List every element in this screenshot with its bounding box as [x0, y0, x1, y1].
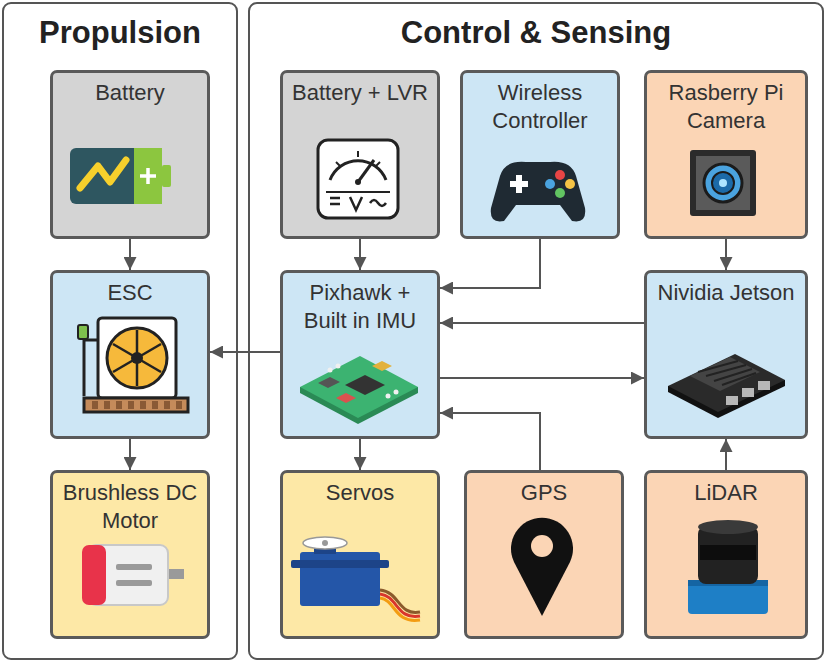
signal-arrow: [440, 413, 540, 470]
node-label: Pixhawk + Built in IMU: [283, 273, 437, 334]
motor-icon: [82, 545, 184, 605]
component-box: Servos: [280, 470, 440, 639]
component-box: LiDAR: [644, 470, 808, 639]
signal-arrow: [440, 377, 644, 379]
node-label: Control & Sensing: [250, 4, 822, 51]
group-panel: BatteryESC Brushless DC Motor Propulsion: [2, 2, 238, 660]
component-box: Nividia Jetson: [644, 270, 808, 439]
component-box: GPS: [464, 470, 624, 639]
node-label: Wireless Controller: [463, 73, 617, 134]
signal-arrow: [129, 439, 131, 470]
component-box: Rasberry Pi Camera: [644, 70, 808, 239]
component-box: Wireless Controller: [460, 70, 620, 239]
component-box: Brushless DC Motor: [50, 470, 210, 639]
servo-icon: [291, 537, 420, 620]
battery-icon: [70, 148, 171, 204]
group-panel: Battery + LVR Wireless Controller Rasberry…: [248, 2, 824, 660]
signal-arrow: [359, 239, 361, 270]
lidar-icon: [688, 520, 768, 614]
signal-arrow: [725, 239, 727, 270]
jetson-board-icon: [668, 354, 785, 418]
gps-pin-icon: [511, 518, 573, 616]
signal-arrow: [725, 439, 727, 470]
esc-icon: [78, 318, 188, 412]
pixhawk-board-icon: [300, 356, 418, 424]
component-box: Battery: [50, 70, 210, 239]
node-label: Battery + LVR: [283, 73, 437, 107]
node-label: Servos: [283, 473, 437, 507]
node-label: ESC: [53, 273, 207, 307]
component-box: ESC: [50, 270, 210, 439]
signal-arrow: [129, 239, 131, 270]
camera-icon: [690, 150, 756, 216]
signal-arrow: [210, 351, 280, 353]
node-label: Battery: [53, 73, 207, 107]
component-box: Pixhawk + Built in IMU: [280, 270, 440, 439]
node-label: LiDAR: [647, 473, 805, 507]
voltmeter-icon: [318, 140, 398, 218]
node-label: Propulsion: [4, 4, 236, 51]
signal-arrow: [440, 322, 644, 324]
component-box: Battery + LVR: [280, 70, 440, 239]
gamepad-icon: [491, 162, 585, 222]
signal-arrow: [359, 439, 361, 470]
signal-arrow: [440, 239, 540, 288]
node-label: Brushless DC Motor: [53, 473, 207, 534]
node-label: GPS: [467, 473, 621, 507]
node-label: Nividia Jetson: [647, 273, 805, 307]
node-label: Rasberry Pi Camera: [647, 73, 805, 134]
